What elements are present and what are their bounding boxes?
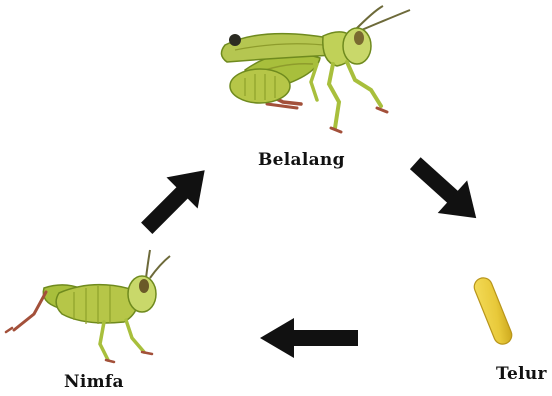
label-adult: Belalang bbox=[258, 150, 345, 170]
adult-grasshopper-image bbox=[205, 0, 420, 150]
label-nymph: Nimfa bbox=[64, 372, 124, 392]
arrow-egg-to-nymph-icon bbox=[258, 316, 362, 360]
arrow-adult-to-egg-icon bbox=[395, 145, 495, 235]
arrow-nymph-to-adult-icon bbox=[125, 155, 225, 245]
nymph-grasshopper-image bbox=[4, 248, 174, 368]
egg-image bbox=[470, 272, 530, 352]
label-egg: Telur bbox=[496, 364, 547, 384]
